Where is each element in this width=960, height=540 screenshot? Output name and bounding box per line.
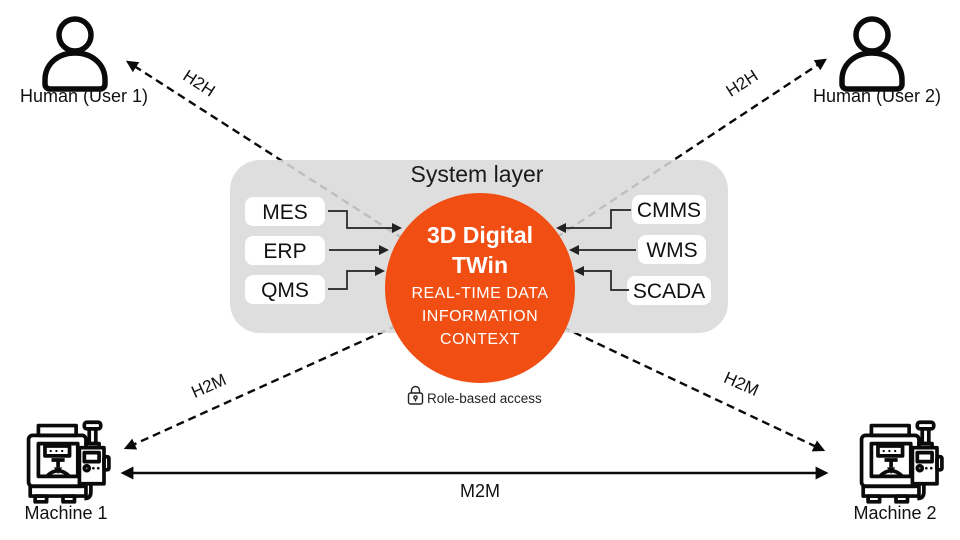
mes-connector-arrow: [328, 210, 403, 234]
system-box-cmms-label: CMMS: [637, 199, 701, 222]
digital-twin-subtitle-2: INFORMATION: [422, 308, 538, 325]
human-2-person-icon: [842, 19, 902, 89]
qms-connector-arrow: [328, 265, 386, 290]
human-1-person-icon: [45, 19, 105, 89]
left-systems-group: MES ERP QMS: [245, 197, 403, 304]
human-2-node: Human (User 2): [813, 19, 941, 106]
access-note-label: Role-based access: [427, 391, 542, 406]
machine-2-node: Machine 2: [853, 420, 944, 523]
machine-1-label: Machine 1: [24, 503, 107, 523]
access-note: Role-based access: [407, 385, 542, 406]
human-2-label: Human (User 2): [813, 86, 941, 106]
system-box-wms: [638, 235, 706, 264]
system-box-erp: [245, 236, 325, 265]
digital-twin-circle: [385, 193, 575, 383]
m2m-label: M2M: [460, 481, 500, 501]
digital-twin-title-line2: TWin: [452, 252, 508, 278]
machine-2-label: Machine 2: [853, 503, 936, 523]
system-box-qms: [245, 275, 325, 304]
right-systems-group: CMMS WMS SCADA: [555, 195, 711, 305]
h2m-right-line: [479, 286, 826, 452]
machine-1-machine-icon: [26, 420, 111, 504]
system-box-scada-label: SCADA: [633, 280, 705, 303]
system-box-qms-label: QMS: [261, 279, 309, 302]
system-box-wms-label: WMS: [646, 239, 697, 262]
digital-twin-subtitle-3: CONTEXT: [440, 331, 520, 348]
system-layer-title: System layer: [411, 161, 544, 187]
digital-twin-title-line1: 3D Digital: [427, 222, 533, 248]
h2m-left-label: H2M: [188, 370, 229, 402]
system-box-cmms: [632, 195, 706, 224]
digital-twin-node: 3D Digital TWin REAL-TIME DATA INFORMATI…: [385, 193, 575, 383]
system-box-scada-box: [627, 276, 711, 305]
human-1-node: Human (User 1): [20, 19, 148, 106]
digital-twin-subtitle-1: REAL-TIME DATA: [411, 285, 548, 302]
machine-1-node: Machine 1: [24, 420, 111, 523]
system-box-erp-label: ERP: [263, 240, 306, 263]
scada-connector-arrow: [573, 265, 629, 291]
cmms-connector-arrow: [555, 209, 631, 234]
h2h-left-label: H2H: [180, 66, 219, 100]
system-box-mes: [245, 197, 325, 226]
h2h-right-label: H2H: [723, 66, 762, 100]
human-1-label: Human (User 1): [20, 86, 148, 106]
machine-2-machine-icon: [859, 420, 944, 504]
lock-icon: [407, 385, 424, 405]
h2m-right-label: H2M: [721, 368, 762, 400]
system-box-mes-label: MES: [262, 201, 308, 224]
